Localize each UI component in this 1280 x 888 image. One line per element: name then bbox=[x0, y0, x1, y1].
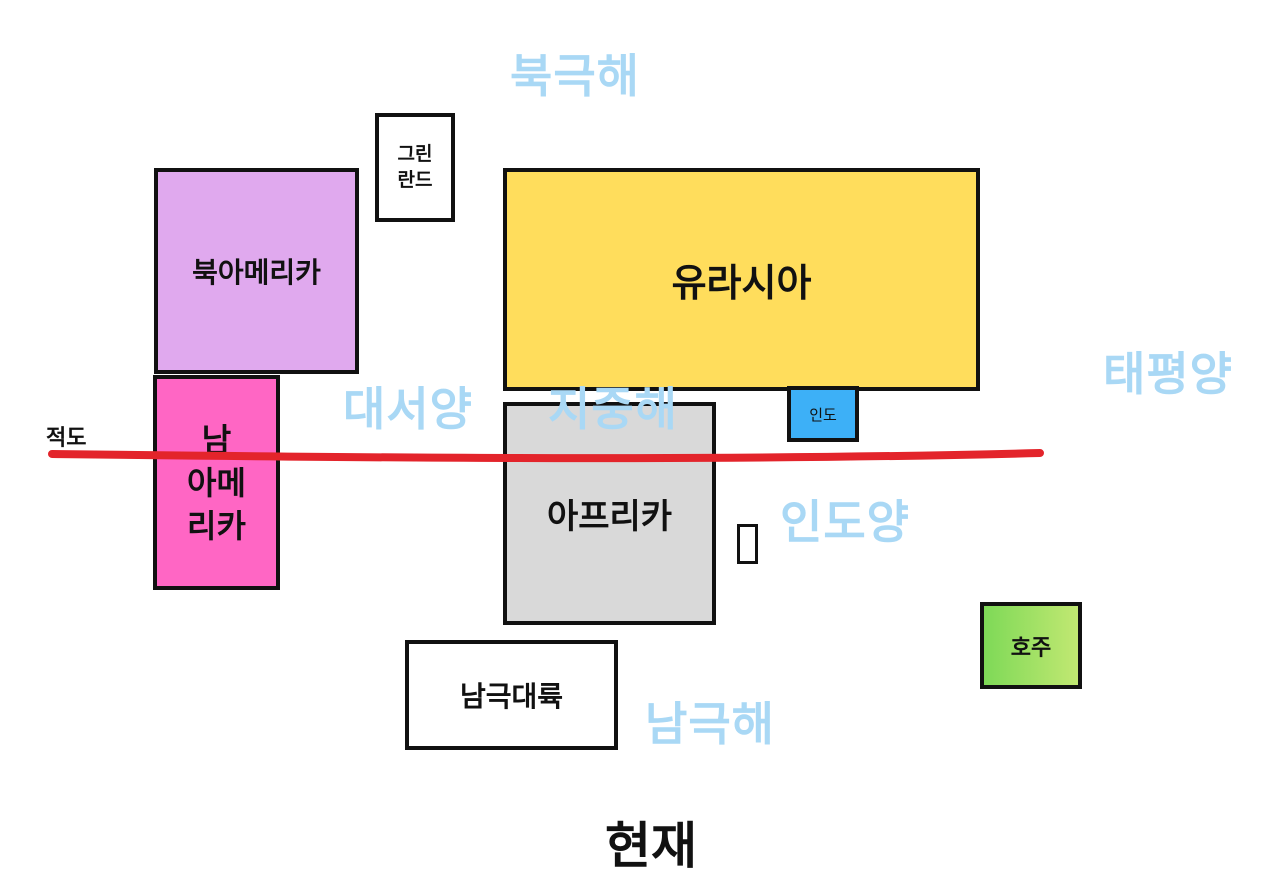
continent-label-africa: 아프리카 bbox=[546, 497, 673, 537]
ocean-label-pacific: 태평양 bbox=[1103, 347, 1233, 401]
continent-label-australia: 호주 bbox=[1010, 635, 1052, 661]
continent-label-south-america-line2: 아메 bbox=[187, 464, 246, 503]
continent-india: 인도 bbox=[787, 386, 859, 442]
equator-label: 적도 bbox=[46, 426, 87, 451]
continent-greenland: 그린 란드 bbox=[375, 113, 455, 222]
ocean-label-indian: 인도양 bbox=[780, 495, 910, 549]
continent-australia: 호주 bbox=[980, 602, 1082, 689]
continent-africa: 아프리카 bbox=[503, 402, 716, 625]
continent-label-north-america: 북아메리카 bbox=[192, 256, 321, 289]
continent-label-greenland-line2: 란드 bbox=[397, 168, 433, 191]
caption-title: 현재 bbox=[605, 817, 697, 875]
continent-south-america: 남 아메 리카 bbox=[153, 375, 280, 590]
continent-madagascar bbox=[737, 524, 758, 564]
ocean-label-mediterranean: 지중해 bbox=[548, 382, 678, 436]
continent-label-greenland-line1: 그린 bbox=[397, 142, 433, 165]
continent-antarctica: 남극대륙 bbox=[405, 640, 618, 750]
ocean-label-atlantic: 대서양 bbox=[343, 382, 473, 436]
continent-label-antarctica: 남극대륙 bbox=[459, 680, 564, 713]
continent-north-america: 북아메리카 bbox=[154, 168, 359, 374]
continent-eurasia: 유라시아 bbox=[503, 168, 980, 391]
ocean-label-southern: 남극해 bbox=[645, 697, 775, 751]
continent-label-eurasia: 유라시아 bbox=[671, 261, 812, 305]
ocean-label-arctic: 북극해 bbox=[510, 49, 640, 103]
continent-label-south-america-line1: 남 bbox=[201, 421, 232, 459]
continent-label-india: 인도 bbox=[809, 405, 837, 424]
continent-label-south-america-line3: 리카 bbox=[187, 507, 246, 546]
